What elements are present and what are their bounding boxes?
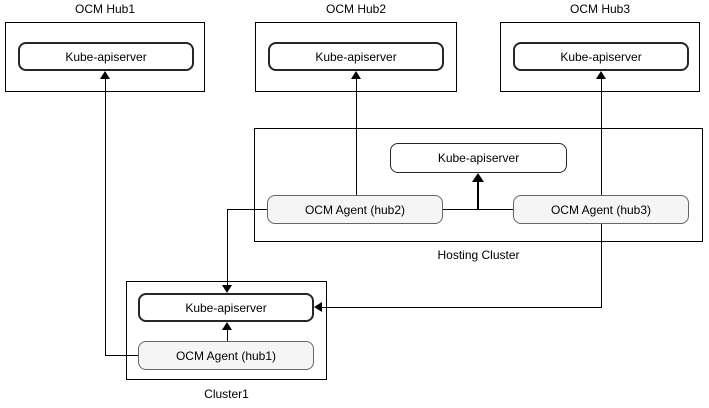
arrowhead-down-icon (222, 285, 232, 293)
arrowhead-up-icon (596, 71, 606, 79)
edge-segment (105, 79, 106, 356)
arrowhead-left-icon (314, 302, 322, 312)
hub3-title: OCM Hub3 (569, 2, 631, 16)
arrowhead-up-icon (351, 71, 361, 79)
edge-segment (477, 181, 479, 210)
arrowhead-up-icon (222, 322, 232, 330)
ocm-agent-hub1: OCM Agent (hub1) (138, 341, 314, 370)
edge-segment (322, 307, 602, 308)
edge-segment (227, 209, 267, 210)
hub3-kube-apiserver: Kube-apiserver (513, 42, 689, 71)
arrowhead-up-icon (472, 173, 484, 182)
edge-segment (227, 330, 228, 341)
edge-segment (356, 79, 357, 195)
hub2-kube-apiserver: Kube-apiserver (268, 42, 444, 71)
hosting-cluster-title: Hosting Cluster (437, 248, 520, 262)
hub1-title: OCM Hub1 (74, 2, 136, 16)
cluster1-kube-apiserver: Kube-apiserver (138, 293, 314, 322)
hosting-kube-apiserver: Kube-apiserver (390, 143, 567, 173)
ocm-agent-hub2: OCM Agent (hub2) (267, 195, 443, 224)
hub1-kube-apiserver: Kube-apiserver (18, 42, 194, 71)
edge-segment (227, 209, 228, 285)
edge-segment (601, 224, 602, 308)
ocm-agent-hub3: OCM Agent (hub3) (513, 195, 689, 224)
hub2-title: OCM Hub2 (325, 2, 387, 16)
edge-segment (105, 355, 138, 356)
edge-segment (601, 79, 602, 195)
arrowhead-up-icon (100, 71, 110, 79)
cluster1-title: Cluster1 (204, 387, 249, 401)
